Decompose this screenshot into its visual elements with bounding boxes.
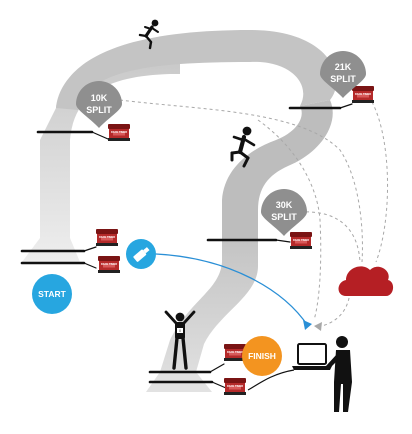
laptop-icon [247,343,332,391]
split-distance: 21K [335,62,352,72]
finisher-runner-icon: 0 [164,310,196,370]
start-badge: START [32,274,72,314]
finish-badge: FINISH [242,336,282,376]
usb-drive-icon [126,239,156,269]
device-label: RACE TIMER [101,262,117,266]
runner-icon [138,19,159,50]
split-word: SPLIT [330,74,356,84]
location-pin-icon [320,51,366,98]
bib-number: 0 [179,329,181,333]
device-label: RACE TIMER [293,238,309,242]
split-marker-30k: 30K SPLIT [261,189,307,236]
arrowhead [314,322,322,331]
device-label-group: RACE TIMER RACE TIMER RACE TIMER RACE TI… [99,92,371,388]
device-label: RACE TIMER [111,130,127,134]
device-label: RACE TIMER [227,350,243,354]
cloud-icon [338,266,394,296]
device-label: RACE TIMER [227,384,243,388]
split-marker-21k: 21K SPLIT [320,51,366,98]
split-distance: 10K [91,93,108,103]
split-marker-10k: 10K SPLIT [76,81,122,128]
split-word: SPLIT [86,105,112,115]
runner-icon [230,126,256,168]
timing-mats [20,103,353,389]
person-icon [326,336,352,412]
data-upload-lines [119,99,389,327]
split-distance: 30K [276,200,293,210]
location-pin-icon [76,81,122,128]
device-label: RACE TIMER [355,92,371,96]
location-pin-icon [261,189,307,236]
usb-transfer-arrow [155,253,312,330]
split-word: SPLIT [271,212,297,222]
device-label: RACE TIMER [99,235,115,239]
finish-label: FINISH [248,351,276,361]
start-label: START [38,289,67,299]
